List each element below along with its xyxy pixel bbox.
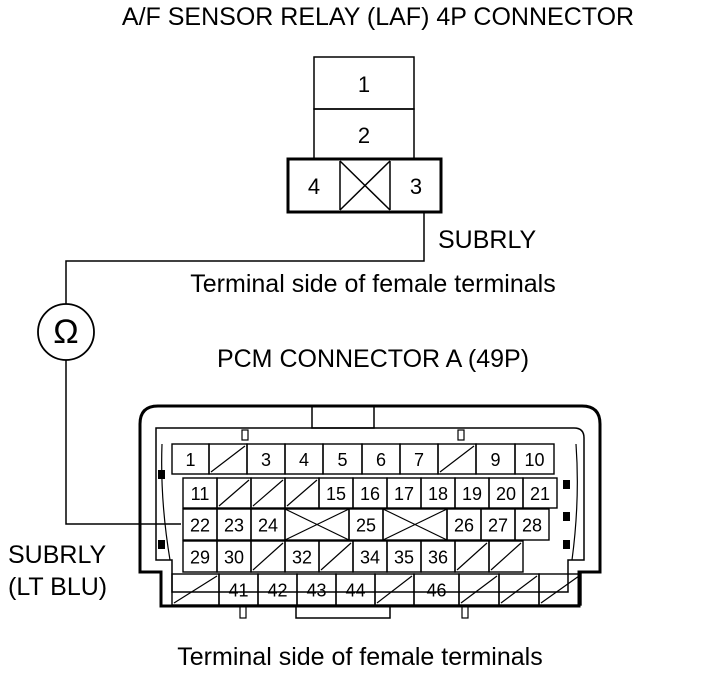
pcm-blank-cavity-mark	[376, 575, 413, 604]
pcm-connector-housing	[138, 404, 602, 619]
pcm-blank-cavity-mark	[218, 479, 250, 507]
af-connector-title: A/F SENSOR RELAY (LAF) 4P CONNECTOR	[122, 3, 634, 31]
pcm-blank-cavity-mark	[320, 542, 352, 571]
pcm-blank-cavity-mark	[439, 445, 475, 473]
pcm-pin-cell-21	[522, 477, 558, 509]
af-pin-3: 3	[410, 174, 422, 199]
pcm-pin-46: 46	[426, 581, 446, 601]
pcm-pin-17: 17	[394, 484, 414, 504]
af-wire-label: SUBRLY	[438, 226, 537, 254]
pcm-pin-43: 43	[306, 581, 326, 601]
pcm-blank-cavity-mark	[252, 542, 284, 571]
pcm-pin-42: 42	[267, 581, 287, 601]
pcm-side-note: Terminal side of female terminals	[177, 643, 542, 671]
pcm-blank-cavity-mark	[460, 575, 498, 604]
pcm-pin-44: 44	[345, 581, 365, 601]
pcm-pin-1: 1	[185, 450, 195, 470]
pcm-pin-35: 35	[394, 548, 414, 568]
pcm-pin-30: 30	[224, 548, 244, 568]
pcm-blank-cavity-mark	[490, 542, 522, 571]
pcm-blank-cell	[488, 540, 524, 573]
pcm-pin-24: 24	[258, 516, 278, 536]
pcm-connector-title: PCM CONNECTOR A (49P)	[217, 345, 529, 373]
pcm-pin-34: 34	[360, 548, 380, 568]
pcm-pin-22: 22	[190, 516, 210, 536]
test-leads	[65, 212, 425, 525]
pcm-blank-cavity-mark	[382, 508, 448, 541]
pcm-pin-27: 27	[488, 516, 508, 536]
pcm-blank-cavity-mark	[456, 542, 488, 571]
pcm-pin-25: 25	[356, 516, 376, 536]
af-side-note: Terminal side of female terminals	[190, 270, 555, 298]
pcm-pin-26: 26	[454, 516, 474, 536]
af-pin-4: 4	[308, 174, 320, 199]
pcm-pin-19: 19	[462, 484, 482, 504]
pcm-blank-cavity-mark	[173, 575, 218, 604]
pcm-pin-cell-28	[514, 508, 550, 541]
pcm-pin-36: 36	[428, 548, 448, 568]
af-pin-2: 2	[358, 123, 370, 148]
pcm-pin-9: 9	[490, 450, 500, 470]
pcm-blank-cavity-mark	[252, 479, 284, 507]
pcm-pin-32: 32	[292, 548, 312, 568]
pcm-pin-10: 10	[524, 450, 544, 470]
pcm-wire-label-line1: SUBRLY	[8, 541, 107, 569]
pcm-pin-29: 29	[190, 548, 210, 568]
pcm-blank-cavity-mark	[284, 508, 350, 541]
pcm-blank-cell	[538, 573, 582, 606]
ohm-symbol: Ω	[53, 313, 78, 351]
pcm-blank-cavity-mark	[286, 479, 318, 507]
pcm-pin-23: 23	[224, 516, 244, 536]
pcm-pin-4: 4	[299, 450, 309, 470]
af-connector	[286, 56, 443, 214]
pcm-pin-28: 28	[522, 516, 542, 536]
pcm-blank-cavity-mark	[210, 445, 246, 473]
pcm-wire-label-line2: (LT BLU)	[8, 573, 107, 601]
af-pin-1: 1	[358, 72, 370, 97]
pcm-pin-16: 16	[360, 484, 380, 504]
pcm-pin-18: 18	[428, 484, 448, 504]
pcm-pin-cell-10	[514, 443, 555, 475]
pcm-pin-41: 41	[228, 581, 248, 601]
pcm-pin-21: 21	[530, 484, 550, 504]
pcm-blank-cavity-mark	[500, 575, 538, 604]
pcm-blank-cavity-mark	[540, 575, 580, 604]
pcm-pin-15: 15	[326, 484, 346, 504]
pcm-pin-11: 11	[191, 484, 210, 504]
pcm-pin-3: 3	[261, 450, 271, 470]
pcm-pin-20: 20	[496, 484, 516, 504]
pcm-side-notches	[158, 470, 570, 549]
pcm-pin-7: 7	[414, 450, 424, 470]
pcm-pin-5: 5	[337, 450, 347, 470]
pcm-pin-6: 6	[376, 450, 386, 470]
ohmmeter-icon	[37, 303, 95, 361]
